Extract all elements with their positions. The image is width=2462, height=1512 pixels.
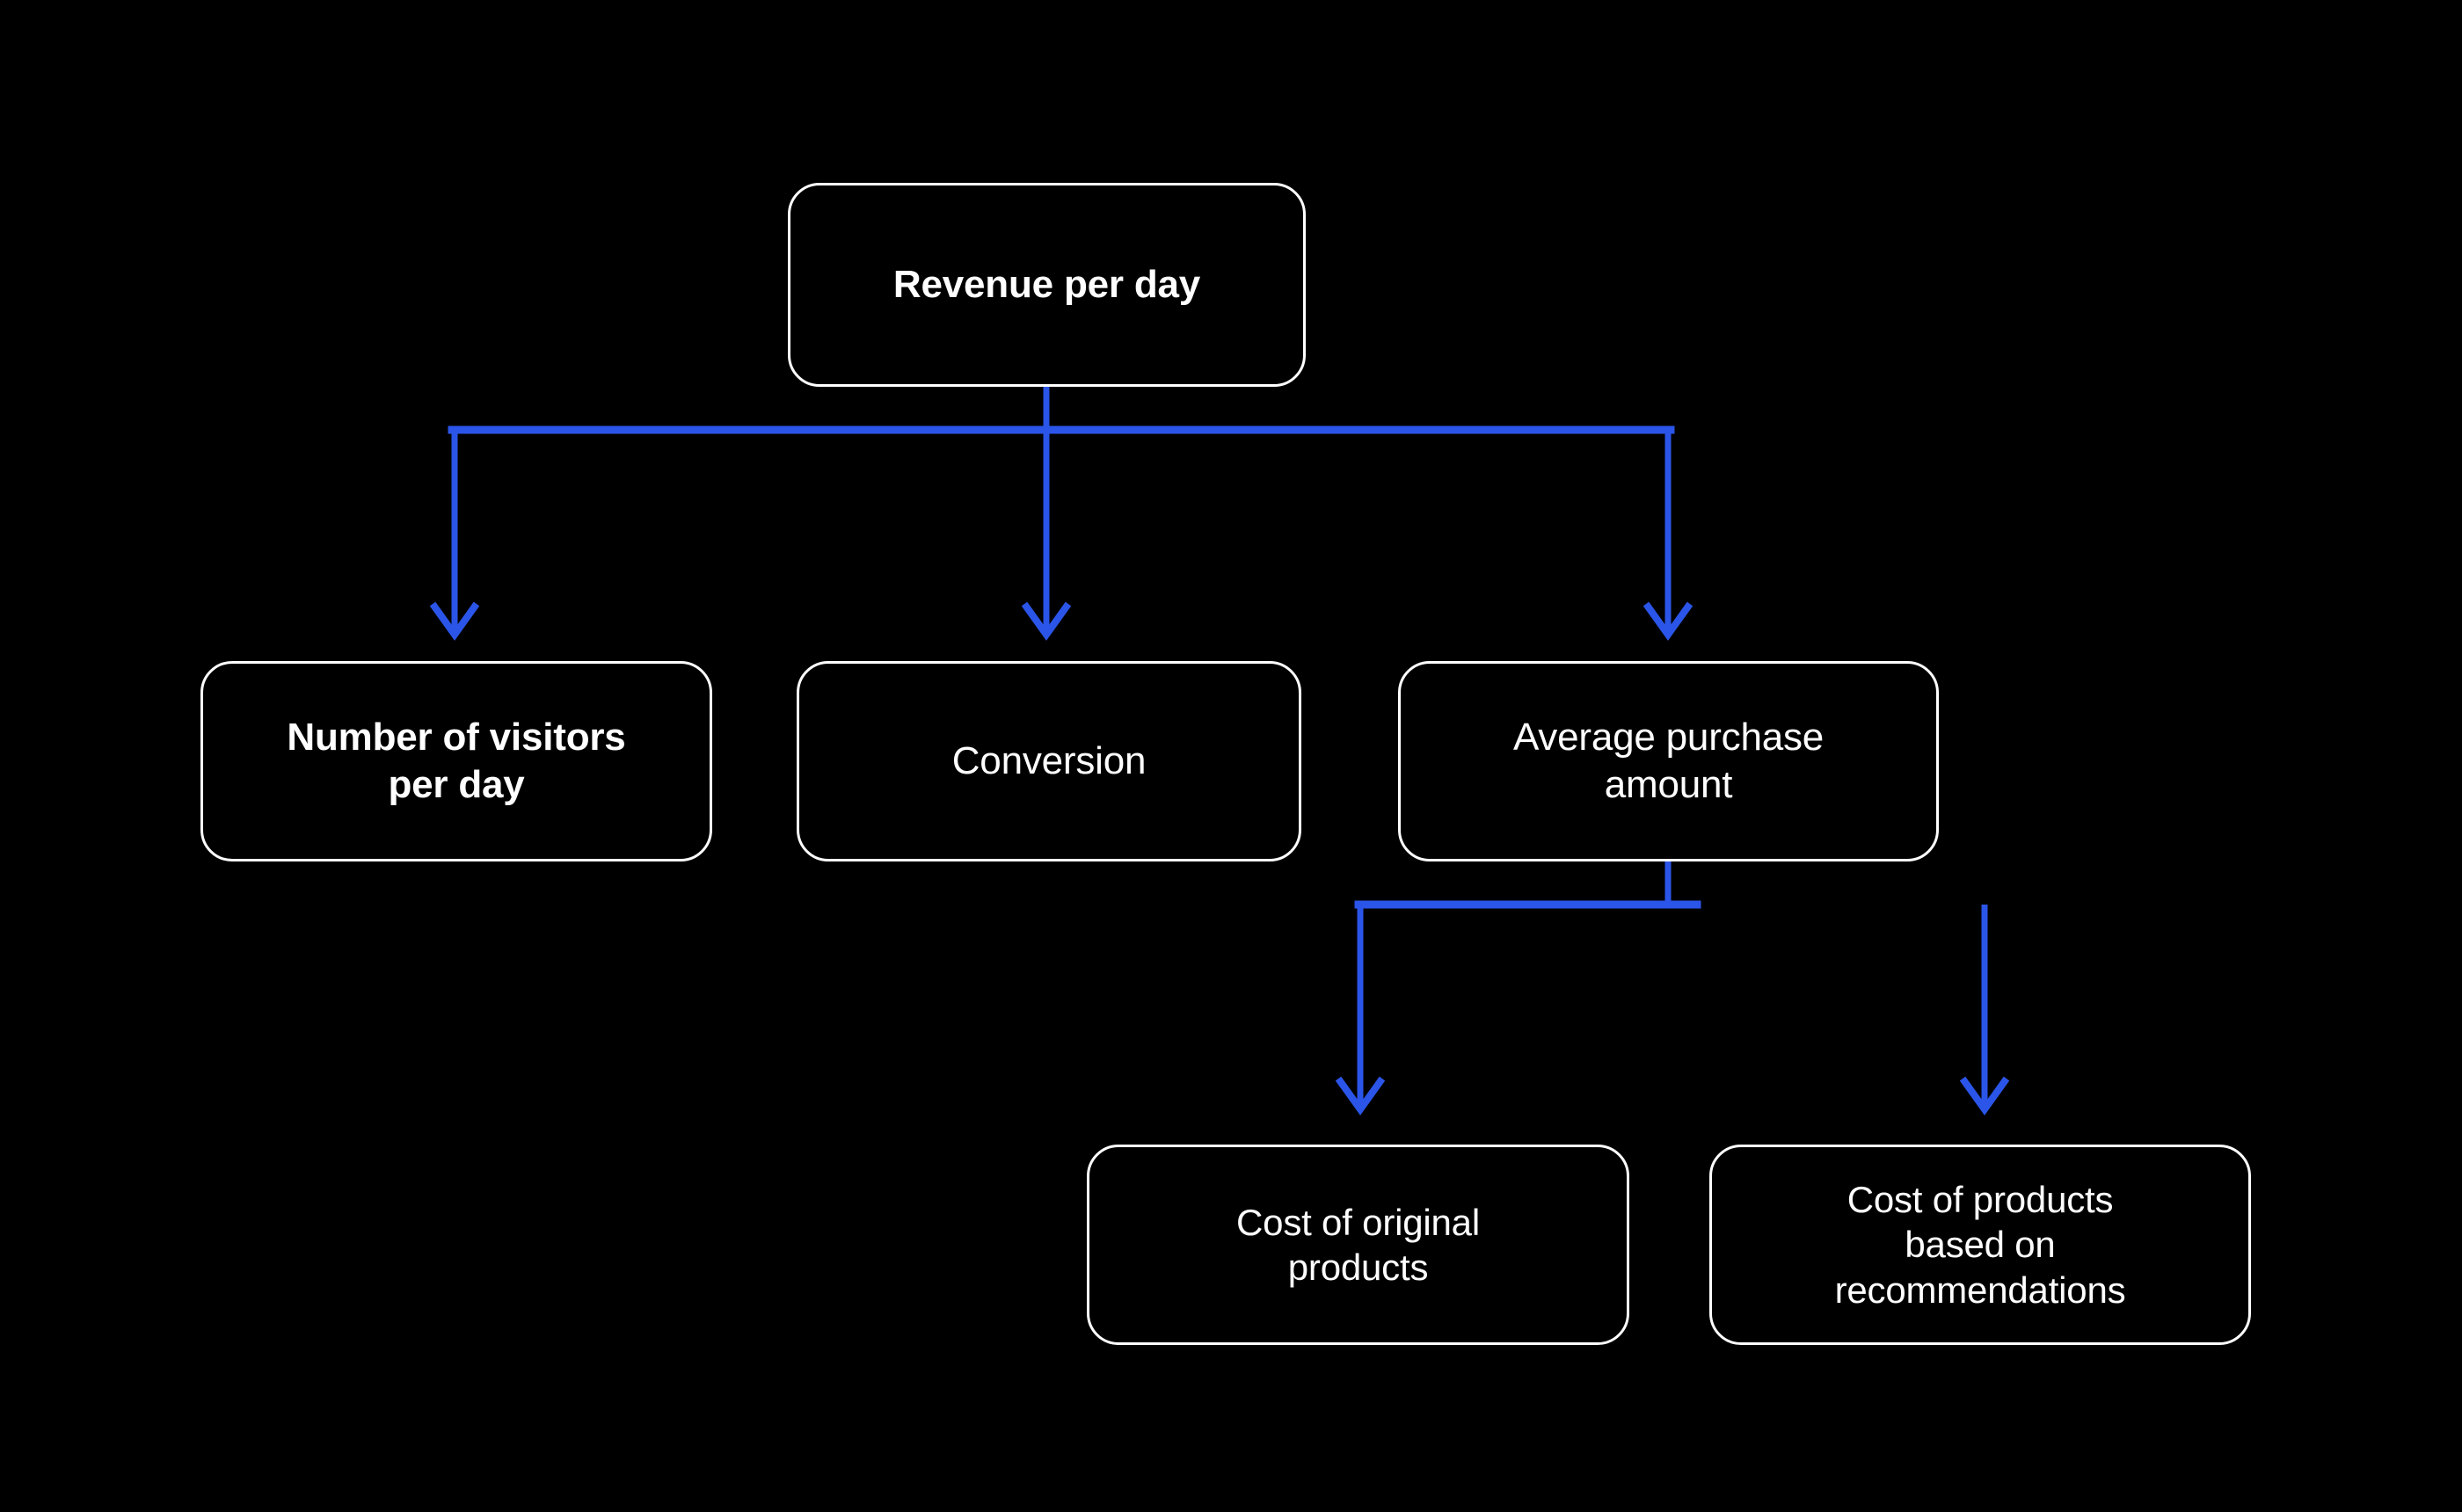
node-average-purchase-amount[interactable]: Average purchase amount <box>1398 661 1939 861</box>
edge-avg-to-original-products-arrowhead <box>1335 1076 1386 1116</box>
edge-revenue-to-conversion-arrowhead <box>1021 601 1072 641</box>
node-conversion-label: Conversion <box>951 739 1147 783</box>
node-revenue-per-day[interactable]: Revenue per day <box>788 183 1306 387</box>
edge-avg-to-recommendations-arrowhead <box>1959 1076 2010 1116</box>
edge-revenue-to-avg-purchase-arrowhead <box>1643 601 1694 641</box>
node-average-purchase-amount-label: Average purchase amount <box>1512 716 1825 806</box>
node-conversion[interactable]: Conversion <box>797 661 1301 861</box>
node-cost-of-products-based-on-recommendations[interactable]: Cost of products based on recommendation… <box>1709 1145 2251 1345</box>
node-number-of-visitors-per-day[interactable]: Number of visitors per day <box>200 661 712 861</box>
node-cost-of-products-based-on-recommendations-label: Cost of products based on recommendation… <box>1834 1179 2126 1311</box>
edge-revenue-to-visitors-arrowhead <box>429 601 480 641</box>
node-number-of-visitors-per-day-label: Number of visitors per day <box>287 716 626 806</box>
node-cost-of-original-products[interactable]: Cost of original products <box>1087 1145 1629 1345</box>
node-revenue-per-day-label: Revenue per day <box>892 263 1201 307</box>
node-cost-of-original-products-label: Cost of original products <box>1236 1201 1480 1288</box>
